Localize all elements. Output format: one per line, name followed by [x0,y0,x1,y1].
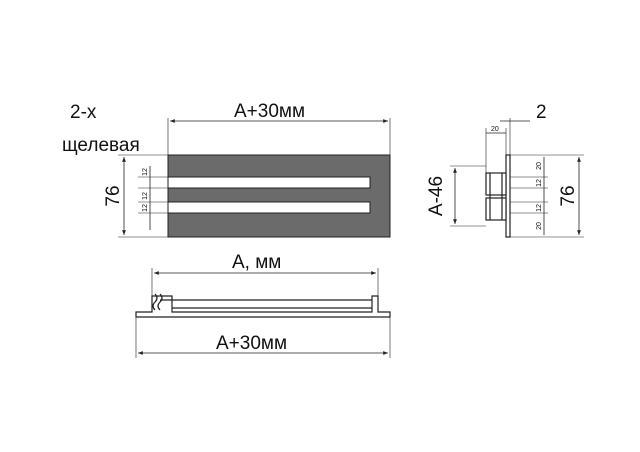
type-label-line2: щелевая [62,135,140,156]
slot-dim-2: 12 [142,192,149,200]
slot-dim-3: 12 [142,204,149,212]
bottom-profile [135,295,391,318]
grille-plate [167,154,391,238]
height-label-left: 76 [103,185,124,206]
front-view: 2-х щелевая А+30мм 76 12 12 12 [62,101,391,238]
side-seg-2: 12 [536,179,543,187]
side-flange-plate [505,154,511,238]
slot-dim-1: 12 [142,168,149,176]
side-view: 20 2 А-46 76 20 12 12 20 [426,102,584,238]
break-symbol [152,293,163,311]
bottom-view: А, мм А+30мм [135,252,391,358]
top-width-label: А+30мм [234,101,305,122]
bottom-inner-label: А, мм [232,252,281,273]
side-top-label: 2 [536,102,547,123]
side-channel-lower [485,197,507,221]
bottom-outer-label: А+30мм [216,333,287,354]
side-height-label: 76 [558,185,579,206]
side-channel-upper [485,172,507,196]
side-seg-4: 20 [536,222,543,230]
type-label-line1: 2-х [70,102,97,123]
side-depth-label: А-46 [426,176,447,216]
side-seg-3: 12 [536,204,543,212]
side-seg-1: 20 [536,162,543,170]
side-flange-label: 20 [491,126,499,133]
